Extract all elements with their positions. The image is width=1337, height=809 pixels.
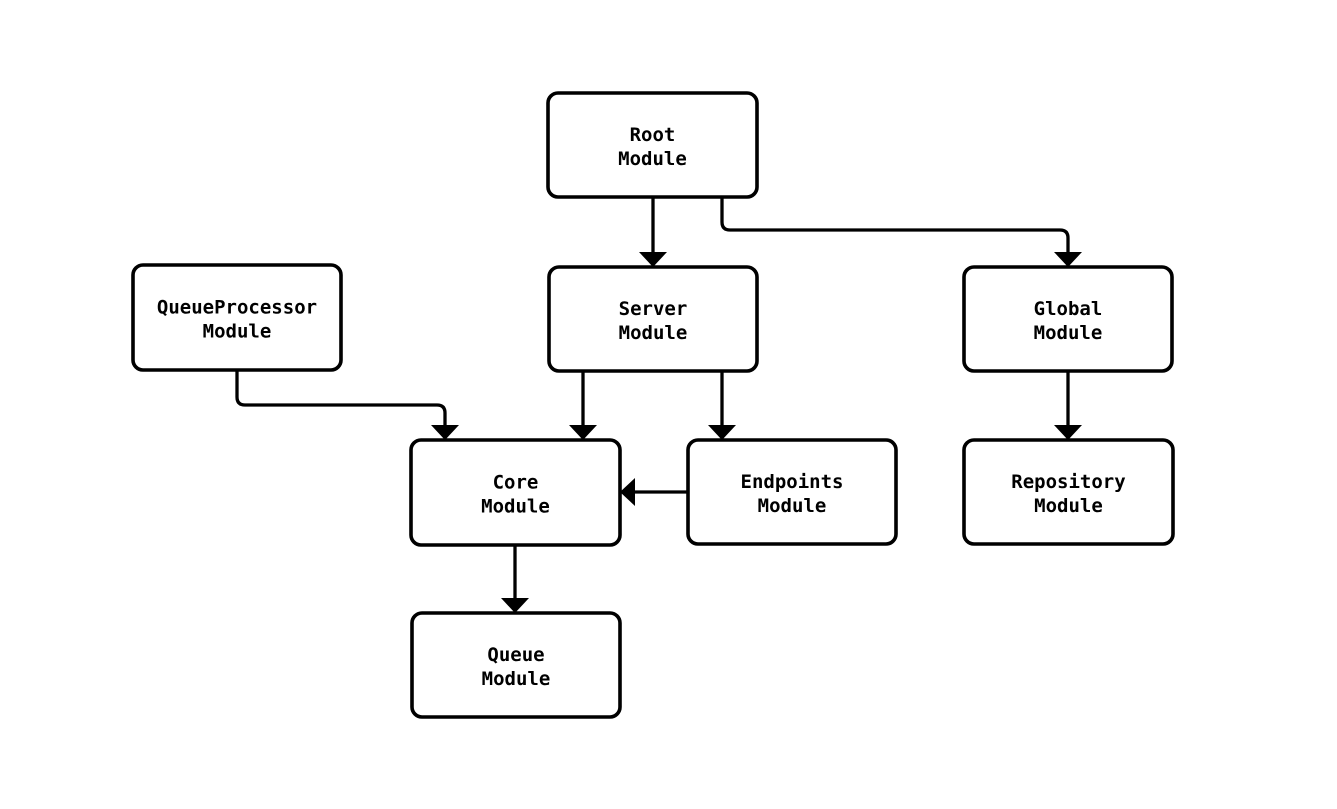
node-queueprocessor-box <box>131 263 343 372</box>
node-endpoints-box <box>686 438 898 546</box>
node-core-label-line1: Core <box>493 472 539 494</box>
node-core-label-line2: Module <box>481 496 550 518</box>
node-queue-box <box>410 611 622 719</box>
edge-queueprocessor-to-core <box>235 370 459 440</box>
node-root-label-line2: Module <box>618 148 687 170</box>
node-repository-box <box>962 438 1175 546</box>
node-queueprocessor-label-line2: Module <box>203 321 272 343</box>
node-root-box <box>546 91 759 199</box>
edge-root-to-global <box>720 197 1082 267</box>
node-queue-label-line1: Queue <box>487 644 544 666</box>
node-global-box <box>962 265 1174 373</box>
node-core-box <box>409 438 622 547</box>
node-endpoints-label-line2: Module <box>758 495 827 517</box>
node-queue-label-line2: Module <box>482 668 551 690</box>
node-global-label-line1: Global <box>1034 298 1103 320</box>
node-global-label-line2: Module <box>1034 322 1103 344</box>
node-repository-label-line1: Repository <box>1011 471 1125 493</box>
node-endpoints-label-line1: Endpoints <box>741 471 844 493</box>
node-server-label-line2: Module <box>619 322 688 344</box>
node-queueprocessor-label-line1: QueueProcessor <box>157 297 317 319</box>
node-server-label-line1: Server <box>619 298 688 320</box>
node-server-box <box>547 265 759 373</box>
node-repository-label-line2: Module <box>1034 495 1103 517</box>
node-root-label-line1: Root <box>630 124 676 146</box>
